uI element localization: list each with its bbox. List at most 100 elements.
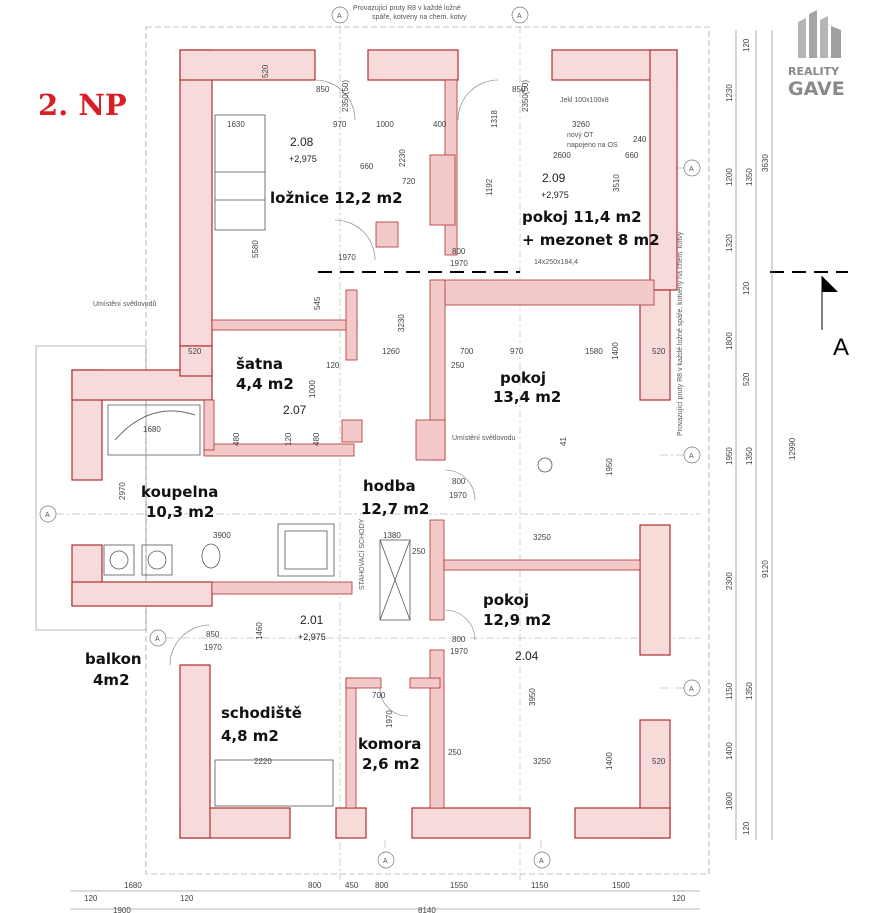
stair-steps: [214, 759, 334, 807]
note-top-rebar: Provazující pruty R8 v každé ložné: [353, 5, 461, 12]
svg-text:1350: 1350: [745, 168, 754, 186]
svg-text:520: 520: [652, 757, 666, 766]
note-skylight-mid: Umístění světlovodu: [452, 435, 516, 442]
section-label: A: [833, 334, 849, 361]
shower: [277, 523, 335, 577]
room-number-2-01: 2.01: [300, 613, 324, 627]
svg-text:120: 120: [672, 894, 686, 903]
room-area-schodiste: 4,8 m2: [221, 727, 279, 745]
svg-text:480: 480: [232, 432, 241, 446]
light-tube: [537, 457, 553, 473]
svg-text:1950: 1950: [605, 458, 614, 476]
room-name-loznice: ložnice 12,2 m2: [270, 189, 403, 207]
svg-text:700: 700: [460, 347, 474, 356]
room-level-2-09: +2,975: [541, 190, 569, 200]
room-area-komora: 2,6 m2: [362, 755, 420, 773]
folding-stairs: [379, 539, 411, 621]
svg-text:1230: 1230: [725, 84, 734, 102]
svg-text:1192: 1192: [485, 178, 494, 196]
exterior-walls: [71, 49, 678, 839]
svg-text:400: 400: [433, 120, 447, 129]
svg-text:800: 800: [452, 635, 466, 644]
fixtures: [103, 114, 553, 807]
svg-text:3950: 3950: [528, 688, 537, 706]
svg-text:1150: 1150: [531, 881, 549, 890]
svg-text:1000: 1000: [376, 120, 394, 129]
grid-axes: [40, 10, 700, 880]
bathtub: [107, 404, 201, 456]
svg-text:A: A: [155, 636, 160, 643]
svg-text:240: 240: [633, 135, 647, 144]
svg-text:1970: 1970: [338, 253, 356, 262]
svg-text:1950: 1950: [725, 447, 734, 465]
svg-text:3630: 3630: [761, 154, 770, 172]
svg-text:1900: 1900: [113, 906, 131, 913]
logo-line-1: REALITY: [788, 65, 840, 78]
svg-text:A: A: [689, 166, 694, 173]
svg-text:2220: 2220: [254, 757, 272, 766]
note-skylight-left: Umístění světlovodů: [93, 300, 157, 308]
svg-text:8140: 8140: [418, 906, 436, 913]
svg-text:250: 250: [448, 748, 462, 757]
svg-text:480: 480: [312, 432, 321, 446]
svg-text:1580: 1580: [585, 347, 603, 356]
svg-text:120: 120: [742, 821, 751, 835]
svg-text:120: 120: [84, 894, 98, 903]
room-level-2-08: +2,975: [289, 154, 317, 164]
section-arrow: [822, 276, 838, 292]
svg-text:1150: 1150: [725, 682, 734, 700]
room-number-2-09: 2.09: [542, 171, 566, 185]
svg-text:1350: 1350: [745, 682, 754, 700]
room-name-koupelna: koupelna: [141, 483, 218, 501]
room-area-koupelna: 10,3 m2: [146, 503, 214, 521]
svg-text:250: 250: [451, 361, 465, 370]
svg-text:660: 660: [625, 151, 639, 160]
logo-bar-1: [798, 18, 806, 58]
svg-text:A: A: [45, 512, 50, 519]
axis-markers: A A A A A A A A A: [39, 6, 701, 869]
svg-text:3230: 3230: [397, 314, 406, 332]
room-area-balkon: 4m2: [93, 671, 130, 689]
svg-text:12990: 12990: [788, 437, 797, 460]
svg-text:520: 520: [261, 64, 270, 78]
svg-text:1680: 1680: [143, 425, 161, 434]
note-top-rebar-2: spáře, kotveny na chem. kotvy: [372, 14, 467, 21]
svg-text:1320: 1320: [725, 234, 734, 252]
interior-walls: [203, 79, 655, 809]
svg-text:A: A: [383, 858, 388, 865]
level-title: 2. NP: [38, 88, 127, 122]
svg-text:250: 250: [412, 547, 426, 556]
svg-text:3260: 3260: [572, 120, 590, 129]
svg-text:450: 450: [345, 881, 359, 890]
room-name-komora: komora: [358, 735, 421, 753]
svg-text:1970: 1970: [204, 643, 222, 652]
svg-text:2600: 2600: [553, 151, 571, 160]
svg-text:A: A: [689, 453, 694, 460]
svg-text:1000: 1000: [308, 380, 317, 398]
logo-line-2: GAVE: [788, 78, 845, 100]
room-labels: 2.08 +2,975 ložnice 12,2 m2 2.09 +2,975 …: [85, 135, 660, 773]
svg-text:1500: 1500: [612, 881, 630, 890]
right-dimensions: 120 1230 1200 1350 1320 120 1800 520 195…: [725, 30, 797, 840]
svg-text:1460: 1460: [255, 622, 264, 640]
svg-text:A: A: [337, 13, 342, 20]
room-level-2-01: +2,975: [298, 632, 326, 642]
room-name-pokoj-204: pokoj: [483, 591, 529, 609]
room-name-balkon: balkon: [85, 650, 142, 668]
svg-text:1970: 1970: [449, 491, 467, 500]
svg-text:A: A: [517, 13, 522, 20]
room-name-satna: šatna: [236, 355, 283, 373]
svg-text:1970: 1970: [385, 710, 394, 728]
svg-text:700: 700: [372, 691, 386, 700]
room-area-hodba: 12,7 m2: [361, 500, 429, 518]
svg-text:1680: 1680: [124, 881, 142, 890]
svg-text:970: 970: [510, 347, 524, 356]
svg-text:9120: 9120: [761, 560, 770, 578]
svg-text:850: 850: [316, 85, 330, 94]
svg-text:800: 800: [452, 477, 466, 486]
logo-bar-4: [831, 26, 841, 58]
svg-text:970: 970: [333, 120, 347, 129]
svg-text:1970: 1970: [450, 259, 468, 268]
note-ot-connected: napojeno na OS: [567, 142, 618, 149]
svg-text:2230: 2230: [398, 149, 407, 167]
